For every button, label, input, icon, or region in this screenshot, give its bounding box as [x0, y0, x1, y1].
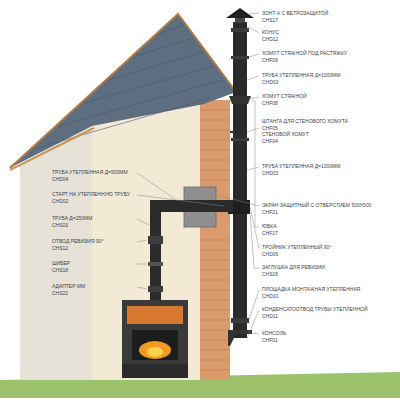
part-code: CHF09	[262, 57, 278, 63]
part-name: ЗОНТ-К С ВЕТРОЗАЩИТОЙ	[262, 10, 328, 16]
part-code: CHS17	[262, 17, 278, 23]
part-code: CHS18	[52, 267, 68, 273]
part-name: ТРУБА Д=250ММ	[52, 215, 92, 221]
part-name: КОНУС	[262, 29, 279, 35]
part-code: CHS22	[52, 290, 68, 296]
part-name: КОНСОЛЬ	[262, 330, 286, 336]
part-name: ЗАГЛУШКА ДЛЯ РЕВИЗИИ	[262, 264, 325, 270]
part-name: ТРУБА УТЕПЛЕННАЯ Д=500ММ	[52, 169, 128, 175]
part-code: CHD11	[262, 313, 278, 319]
part-code: CHF05	[262, 125, 278, 131]
part-name: ПЛОЩАДКА МОНТАЖНАЯ УТЕПЛЕННАЯ	[262, 286, 360, 292]
part-code: CHF08	[262, 100, 278, 106]
part-name: СТАРТ НА УТЕПЛЕННУЮ ТРУБУ	[52, 191, 130, 197]
stove	[122, 300, 188, 378]
roof	[10, 14, 236, 168]
part-code: CHS26	[262, 271, 278, 277]
part-name: ШИБЕР	[52, 260, 70, 266]
part-code: CHD03	[262, 170, 278, 176]
chimney-pipe	[233, 22, 247, 338]
part-code: CHS12	[52, 245, 68, 251]
part-name: КОНДЕНСАТООТВОД ТРУБЫ УТЕПЛЕННОЙ	[262, 306, 368, 312]
part-code: CHD06	[262, 251, 278, 257]
part-name: ОТВОД РЕВИЗИЯ 90°	[52, 238, 103, 244]
part-code: CHF04	[262, 138, 278, 144]
part-name: АДАПТЕР ММ	[52, 283, 85, 289]
part-name: ТРОЙНИК УТЕПЛЕННЫЙ 90°	[262, 244, 331, 250]
part-name: ТРУБА УТЕПЛЕННАЯ Д=1000ММ	[262, 163, 340, 169]
part-name: ХОМУТ СТЯЖНОЙ ПОД РАСТЯЖКУ	[262, 50, 347, 56]
part-name: ХОМУТ СТЯЖНОЙ	[262, 93, 307, 99]
part-name: ЭКРАН ЗАЩИТНЫЙ С ОТВЕРСТИЕМ 500Х500	[262, 202, 371, 208]
part-code: CHD02	[52, 198, 68, 204]
part-name: ТРУБА УТЕПЛЕННАЯ Д=1000ММ	[262, 72, 340, 78]
leader-lines	[216, 13, 259, 338]
part-code: CHF17	[262, 230, 278, 236]
chimney-cap	[226, 8, 254, 18]
part-name: ЮБКА	[262, 223, 277, 229]
part-code: CHD10	[262, 293, 278, 299]
part-name: СТЕНОВОЙ ХОМУТ	[262, 131, 309, 137]
part-name: ШТАНГА ДЛЯ СТЕНОВОГО ХОМУТА	[262, 118, 348, 124]
brick-wall	[200, 100, 230, 380]
part-code: CHS03	[52, 222, 68, 228]
part-code: CHD03	[262, 79, 278, 85]
part-code: CHF21	[262, 209, 278, 215]
part-code: CHD12	[262, 36, 278, 42]
part-code: CHD04	[52, 176, 68, 182]
part-code: CHF01	[262, 337, 278, 343]
